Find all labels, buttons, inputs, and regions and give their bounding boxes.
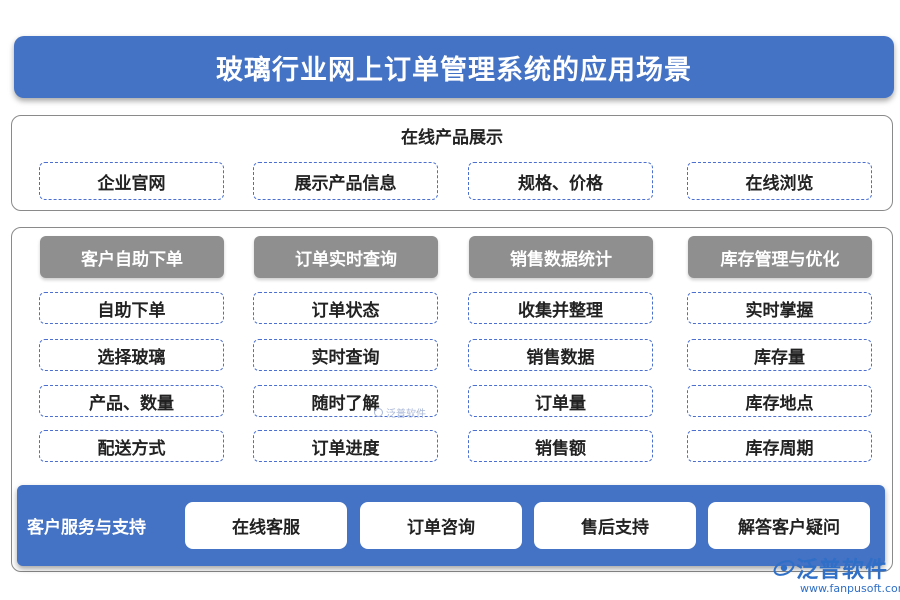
column-item: 销售数据 — [468, 339, 653, 371]
column-header-self-order: 客户自助下单 — [40, 236, 224, 278]
column-item: 实时掌握 — [687, 292, 872, 324]
column-item: 订单进度 — [253, 430, 438, 462]
column-item: 选择玻璃 — [39, 339, 224, 371]
column-header-inventory: 库存管理与优化 — [688, 236, 872, 278]
column-item: 销售额 — [468, 430, 653, 462]
online-display-item: 在线浏览 — [687, 162, 872, 200]
online-display-item: 展示产品信息 — [253, 162, 438, 200]
column-item: 实时查询 — [253, 339, 438, 371]
service-item: 售后支持 — [534, 502, 696, 549]
column-item: 随时了解 — [253, 385, 438, 417]
column-item: 订单状态 — [253, 292, 438, 324]
column-header-sales-stats: 销售数据统计 — [469, 236, 653, 278]
service-support-label: 客户服务与支持 — [27, 518, 146, 538]
page-title: 玻璃行业网上订单管理系统的应用场景 — [14, 36, 894, 98]
column-item: 配送方式 — [39, 430, 224, 462]
column-header-order-query: 订单实时查询 — [254, 236, 438, 278]
column-item: 自助下单 — [39, 292, 224, 324]
column-item: 库存周期 — [687, 430, 872, 462]
column-item: 库存量 — [687, 339, 872, 371]
service-item: 解答客户疑问 — [708, 502, 870, 549]
service-item: 在线客服 — [185, 502, 347, 549]
online-display-heading: 在线产品展示 — [401, 128, 503, 148]
watermark-middle-text: 泛普软件 — [386, 409, 426, 420]
brand-logo-icon — [773, 560, 795, 576]
brand-logo-text: 泛普软件 — [796, 558, 889, 583]
service-item: 订单咨询 — [360, 502, 522, 549]
service-support-bar: 客户服务与支持 在线客服 订单咨询 售后支持 解答客户疑问 — [17, 485, 885, 566]
brand-logo-url: www.fanpusoft.com — [800, 582, 900, 595]
online-display-item: 规格、价格 — [468, 162, 653, 200]
column-item: 订单量 — [468, 385, 653, 417]
column-item: 库存地点 — [687, 385, 872, 417]
brand-logo: 泛普软件 www.fanpusoft.com — [772, 552, 900, 598]
online-display-item: 企业官网 — [39, 162, 224, 200]
watermark-logo-icon — [374, 408, 383, 417]
watermark-middle: 泛普软件 — [374, 405, 426, 420]
column-item: 产品、数量 — [39, 385, 224, 417]
column-item: 收集并整理 — [468, 292, 653, 324]
